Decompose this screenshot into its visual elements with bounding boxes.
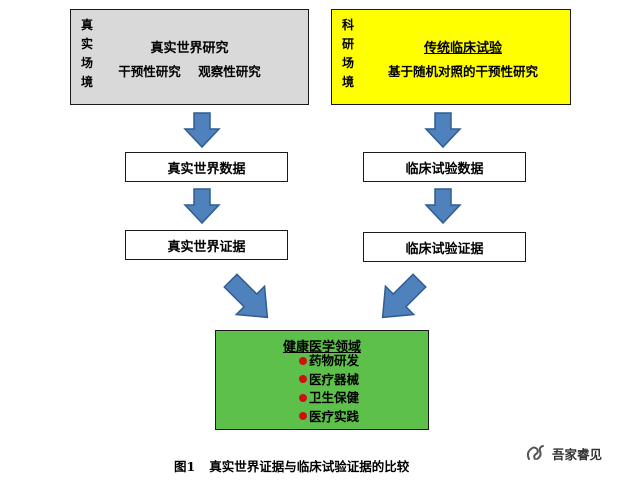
diagonal-arrow-icon bbox=[223, 273, 269, 319]
clinical-trial-subtitle: 基于随机对照的干预性研究 bbox=[387, 64, 538, 79]
real-world-research-title: 真实世界研究 bbox=[150, 41, 229, 56]
real-world-evidence-label: 真实世界证据 bbox=[167, 239, 246, 255]
real-world-research-box: 真 实 场 境 真实世界研究 干预性研究 观察性研究 bbox=[70, 9, 309, 105]
watermark: 吾家睿见 bbox=[525, 442, 602, 464]
clinical-trial-box: 科 研 场 境 传统临床试验 基于随机对照的干预性研究 bbox=[331, 9, 571, 105]
real-world-data-label: 真实世界数据 bbox=[167, 161, 246, 177]
list-item: 卫生保健 bbox=[299, 389, 359, 408]
diagonal-arrow-icon bbox=[381, 273, 427, 319]
down-arrow-icon bbox=[424, 112, 462, 149]
bullet-dot-icon bbox=[299, 393, 307, 402]
down-arrow-icon bbox=[183, 112, 221, 149]
real-world-side-label: 真 实 场 境 bbox=[81, 18, 94, 89]
down-arrow-icon bbox=[183, 188, 221, 225]
bullet-dot-icon bbox=[299, 356, 307, 365]
bullet-dot-icon bbox=[299, 412, 307, 420]
figure-number: 图1 bbox=[174, 459, 196, 474]
down-arrow-icon bbox=[424, 188, 462, 225]
clinical-trial-data-box: 临床试验数据 bbox=[363, 152, 526, 182]
real-world-evidence-box: 真实世界证据 bbox=[125, 230, 288, 260]
figure-caption-text: 真实世界证据与临床试验证据的比较 bbox=[209, 459, 410, 474]
clinical-trial-evidence-box: 临床试验证据 bbox=[363, 232, 526, 262]
health-medicine-domain-box: 健康医学领域 药物研发 医疗器械 卫生保健 医疗实践 bbox=[215, 330, 429, 430]
clinical-trial-evidence-label: 临床试验证据 bbox=[405, 241, 484, 257]
bullet-dot-icon bbox=[299, 375, 307, 383]
list-item: 医疗器械 bbox=[299, 371, 359, 390]
real-world-data-box: 真实世界数据 bbox=[125, 152, 288, 182]
clinical-trial-title: 传统临床试验 bbox=[423, 41, 502, 56]
list-item: 药物研发 bbox=[299, 352, 359, 371]
list-item: 医疗实践 bbox=[299, 408, 359, 427]
watermark-text: 吾家睿见 bbox=[552, 446, 603, 462]
figure-caption: 图1 真实世界证据与临床试验证据的比较 bbox=[174, 456, 409, 475]
health-domain-list: 药物研发 医疗器械 卫生保健 医疗实践 bbox=[299, 352, 359, 426]
scientific-side-label: 科 研 场 境 bbox=[342, 18, 355, 89]
wechat-channel-icon bbox=[526, 445, 544, 460]
health-medicine-domain-title: 健康医学领域 bbox=[282, 340, 361, 355]
real-world-research-subtitle: 干预性研究 观察性研究 bbox=[118, 64, 261, 79]
clinical-trial-data-label: 临床试验数据 bbox=[405, 161, 484, 177]
